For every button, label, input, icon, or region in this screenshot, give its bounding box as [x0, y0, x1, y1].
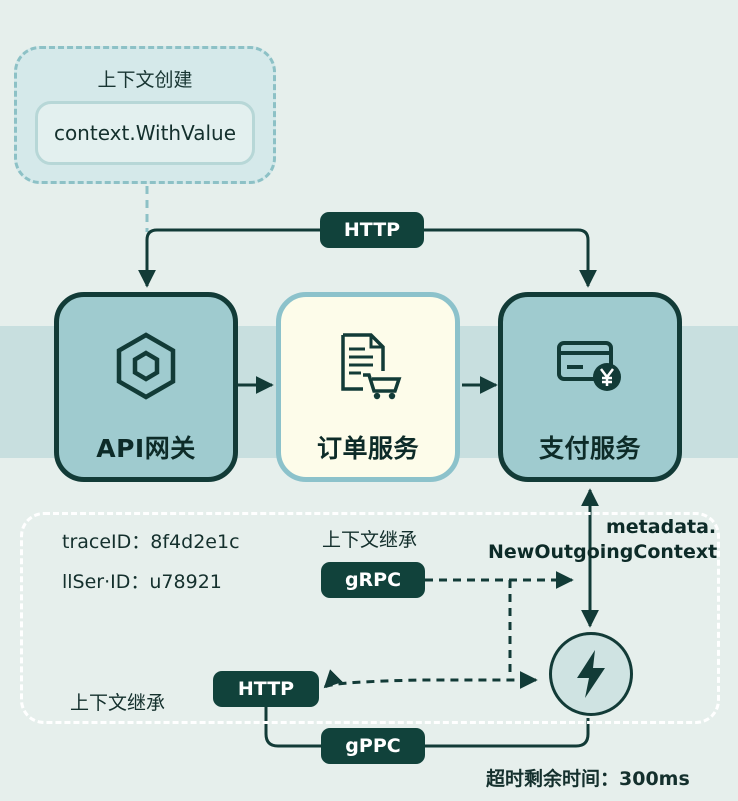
metadata-label-line2: NewOutgoingContext: [488, 541, 718, 563]
context-creation-title: 上下文创建: [97, 69, 193, 91]
payment-service-label: 支付服务: [538, 434, 641, 463]
payment-service-node[interactable]: 支付服务: [498, 292, 682, 482]
lightning-bolt-node[interactable]: [549, 632, 633, 716]
hexagon-icon: [116, 332, 176, 400]
gppc-pill: gPPC: [321, 728, 425, 764]
order-service-node[interactable]: 订单服务: [276, 292, 460, 482]
lightning-bolt-icon: [577, 650, 605, 698]
order-cart-icon: [341, 333, 402, 400]
api-gateway-node[interactable]: API网关: [54, 292, 238, 482]
top-http-connector-right: [424, 228, 597, 288]
bottom-http-pill: HTTP: [213, 671, 319, 707]
grpc-pill: gRPC: [321, 562, 425, 598]
http-bolt-dashed-arrow: [323, 669, 538, 689]
context-withvalue-box: context.WithValue: [35, 101, 255, 165]
user-id-text: llSer·ID：u78921: [62, 571, 222, 593]
metadata-label-line1: metadata.: [606, 516, 717, 538]
top-http-pill: HTTP: [320, 212, 424, 248]
context-inherit-label-1: 上下文继承: [322, 529, 418, 551]
context-propagation-box: [20, 512, 720, 724]
context-inherit-label-2: 上下文继承: [70, 692, 166, 714]
gppc-bracket: [264, 706, 590, 748]
top-http-connector: [138, 228, 320, 288]
context-creation-box: 上下文创建 context.WithValue: [14, 46, 276, 184]
order-service-label: 订单服务: [316, 434, 419, 463]
trace-id-text: traceID：8f4d2e1c: [62, 531, 240, 553]
api-gateway-label: API网关: [96, 434, 196, 463]
payment-card-yen-icon: [557, 341, 621, 391]
timeout-remaining-text: 超时剩余时间：300ms: [486, 768, 690, 790]
